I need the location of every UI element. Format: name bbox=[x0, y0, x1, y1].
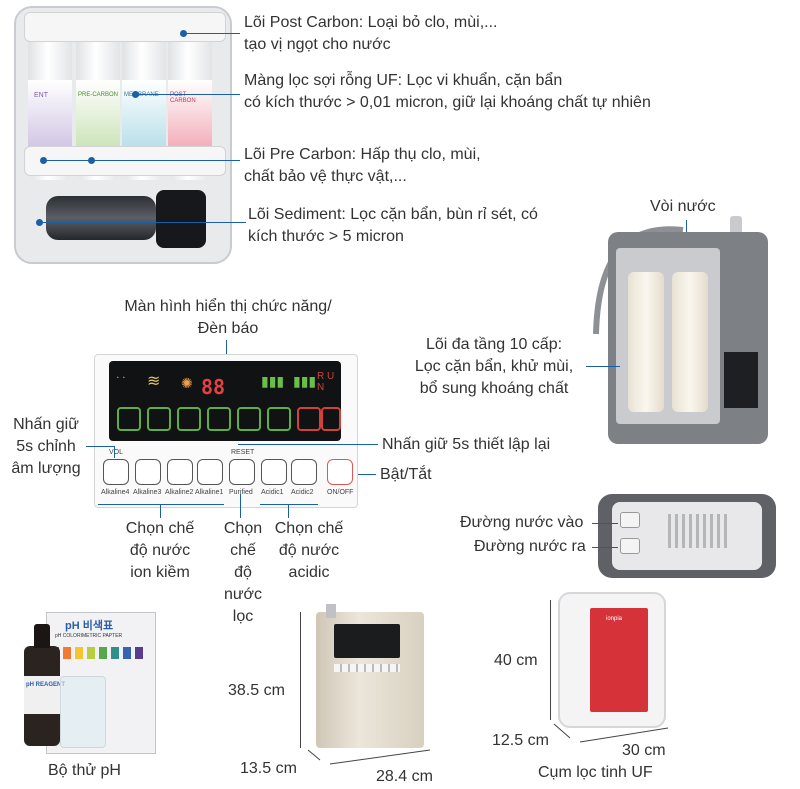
mode-icon-purified bbox=[237, 407, 261, 431]
ph-swatch bbox=[87, 647, 95, 659]
water-out-label: Đường nước ra bbox=[474, 538, 586, 555]
uf-dims-lines bbox=[553, 723, 669, 743]
control-panel-image: ◔ ◔ ≋ ✺ 88 ▮▮▮ ▮▮▮ R U N VOL RESET Alkal… bbox=[94, 354, 358, 508]
ph-swatch bbox=[135, 647, 143, 659]
acidic1-button[interactable] bbox=[261, 459, 287, 485]
water-in-label: Đường nước vào bbox=[460, 514, 584, 531]
run-indicator-icon: R U N bbox=[317, 371, 335, 393]
mode-icon-filter bbox=[267, 407, 291, 431]
alkaline1-button[interactable] bbox=[197, 459, 223, 485]
mode-icon-acidic1 bbox=[297, 407, 321, 431]
cartridge-text: POST-CARBON bbox=[170, 92, 196, 104]
tank-bar-icon: ▮▮▮ bbox=[293, 373, 317, 389]
uf-membrane-label: Màng lọc sợi rỗng UF: Lọc vi khuẩn, cặn … bbox=[244, 72, 651, 111]
inlet-fitting bbox=[620, 512, 640, 528]
ph-chart-subtitle: pH COLORIMETRIC PAPTER bbox=[55, 633, 123, 639]
top-clip bbox=[24, 12, 226, 42]
booster-pump bbox=[46, 196, 156, 240]
purified-label: Purified bbox=[229, 489, 253, 496]
uf-filter-unit-image: ionpia bbox=[558, 592, 666, 728]
ionizer-width: 28.4 cm bbox=[376, 768, 433, 785]
mode-icon-alkaline2 bbox=[177, 407, 201, 431]
alkaline4-label: Alkaline4 bbox=[101, 489, 130, 496]
pre-carbon-label: Lõi Pre Carbon: Hấp thụ clo, mùi,chất bả… bbox=[244, 146, 481, 185]
cartridge-text: MEMBRANE bbox=[124, 92, 159, 98]
ionizer-height: 38.5 cm bbox=[228, 682, 285, 699]
vol-tag: VOL bbox=[109, 449, 124, 456]
purified-button[interactable] bbox=[229, 459, 255, 485]
wifi-icon: ◔ ◔ bbox=[115, 375, 126, 382]
ph-kit-caption: Bộ thử pH bbox=[48, 762, 121, 779]
alkaline2-label: Alkaline2 bbox=[165, 489, 194, 496]
ionizer-bottom-image bbox=[598, 494, 776, 578]
ph-swatch bbox=[63, 647, 71, 659]
acidic1-label: Acidic1 bbox=[261, 489, 284, 496]
cartridge-text: PRE-CARBON bbox=[78, 92, 119, 98]
alkaline1-label: Alkaline1 bbox=[195, 489, 224, 496]
sediment-label: Lõi Sediment: Lọc cặn bẩn, bùn rỉ sét, c… bbox=[248, 206, 538, 245]
acidic2-label: Acidic2 bbox=[291, 489, 314, 496]
alkaline3-label: Alkaline3 bbox=[133, 489, 162, 496]
ionizer-dims-lines bbox=[307, 749, 431, 765]
acidic2-button[interactable] bbox=[291, 459, 317, 485]
alkaline3-button[interactable] bbox=[135, 459, 161, 485]
ionizer-back-image bbox=[608, 232, 768, 444]
display-title: Màn hình hiển thị chức năng/Đèn báo bbox=[124, 298, 332, 337]
flow-icon: ≋ bbox=[147, 373, 161, 390]
spout bbox=[326, 604, 336, 618]
ionizer-depth: 13.5 cm bbox=[240, 760, 297, 777]
reagent-label: pH REAGENT bbox=[26, 682, 65, 688]
multi-layer-cartridge-label: Lõi đa tầng 10 cấp:Lọc cặn bẩn, khử mùi,… bbox=[414, 336, 574, 397]
faucet-label: Vòi nước bbox=[650, 198, 716, 215]
cartridge-text: ENT bbox=[34, 92, 48, 99]
alkaline2-button[interactable] bbox=[167, 459, 193, 485]
test-cup bbox=[60, 676, 106, 748]
uf-depth: 12.5 cm bbox=[492, 732, 549, 749]
level-bar-icon: ▮▮▮ bbox=[261, 373, 285, 389]
spec-label bbox=[724, 352, 758, 408]
uf-height: 40 cm bbox=[494, 652, 538, 669]
middle-clip bbox=[24, 146, 226, 176]
uf-width: 30 cm bbox=[622, 742, 666, 759]
ph-reagent-bottle: pH REAGENT bbox=[24, 624, 65, 746]
ph-swatch bbox=[99, 647, 107, 659]
pump-adapter bbox=[156, 190, 206, 248]
mode-icon-alkaline3 bbox=[147, 407, 171, 431]
mode-icon-alkaline4 bbox=[117, 407, 141, 431]
post-carbon-label: Lõi Post Carbon: Loại bỏ clo, mùi,...tạo… bbox=[244, 14, 498, 53]
hold-reset-label: Nhấn giữ 5s thiết lập lại bbox=[382, 436, 551, 453]
ph-swatch bbox=[123, 647, 131, 659]
outlet-fitting bbox=[620, 538, 640, 554]
alkaline4-button[interactable] bbox=[103, 459, 129, 485]
ph-chart-title: pH 비색표 bbox=[65, 620, 114, 632]
digital-readout: 88 bbox=[201, 375, 226, 399]
reset-tag: RESET bbox=[231, 449, 255, 456]
filter-housing-image: ENT PRE-CARBON MEMBRANE POST-CARBON bbox=[14, 6, 232, 264]
mode-icon-acidic2 bbox=[321, 407, 341, 431]
onoff-label: ON/OFF bbox=[327, 489, 354, 496]
mode-icon-alkaline1 bbox=[207, 407, 231, 431]
uf-brand: ionpia bbox=[606, 616, 623, 622]
power-button[interactable] bbox=[327, 459, 353, 485]
spinner-icon: ✺ bbox=[181, 375, 193, 391]
uf-caption: Cụm lọc tinh UF bbox=[538, 764, 653, 781]
ionizer-front-image bbox=[316, 604, 424, 748]
function-display: ◔ ◔ ≋ ✺ 88 ▮▮▮ ▮▮▮ R U N bbox=[109, 361, 341, 441]
ph-swatch bbox=[75, 647, 83, 659]
power-label: Bật/Tắt bbox=[380, 466, 432, 483]
ph-swatch bbox=[111, 647, 119, 659]
